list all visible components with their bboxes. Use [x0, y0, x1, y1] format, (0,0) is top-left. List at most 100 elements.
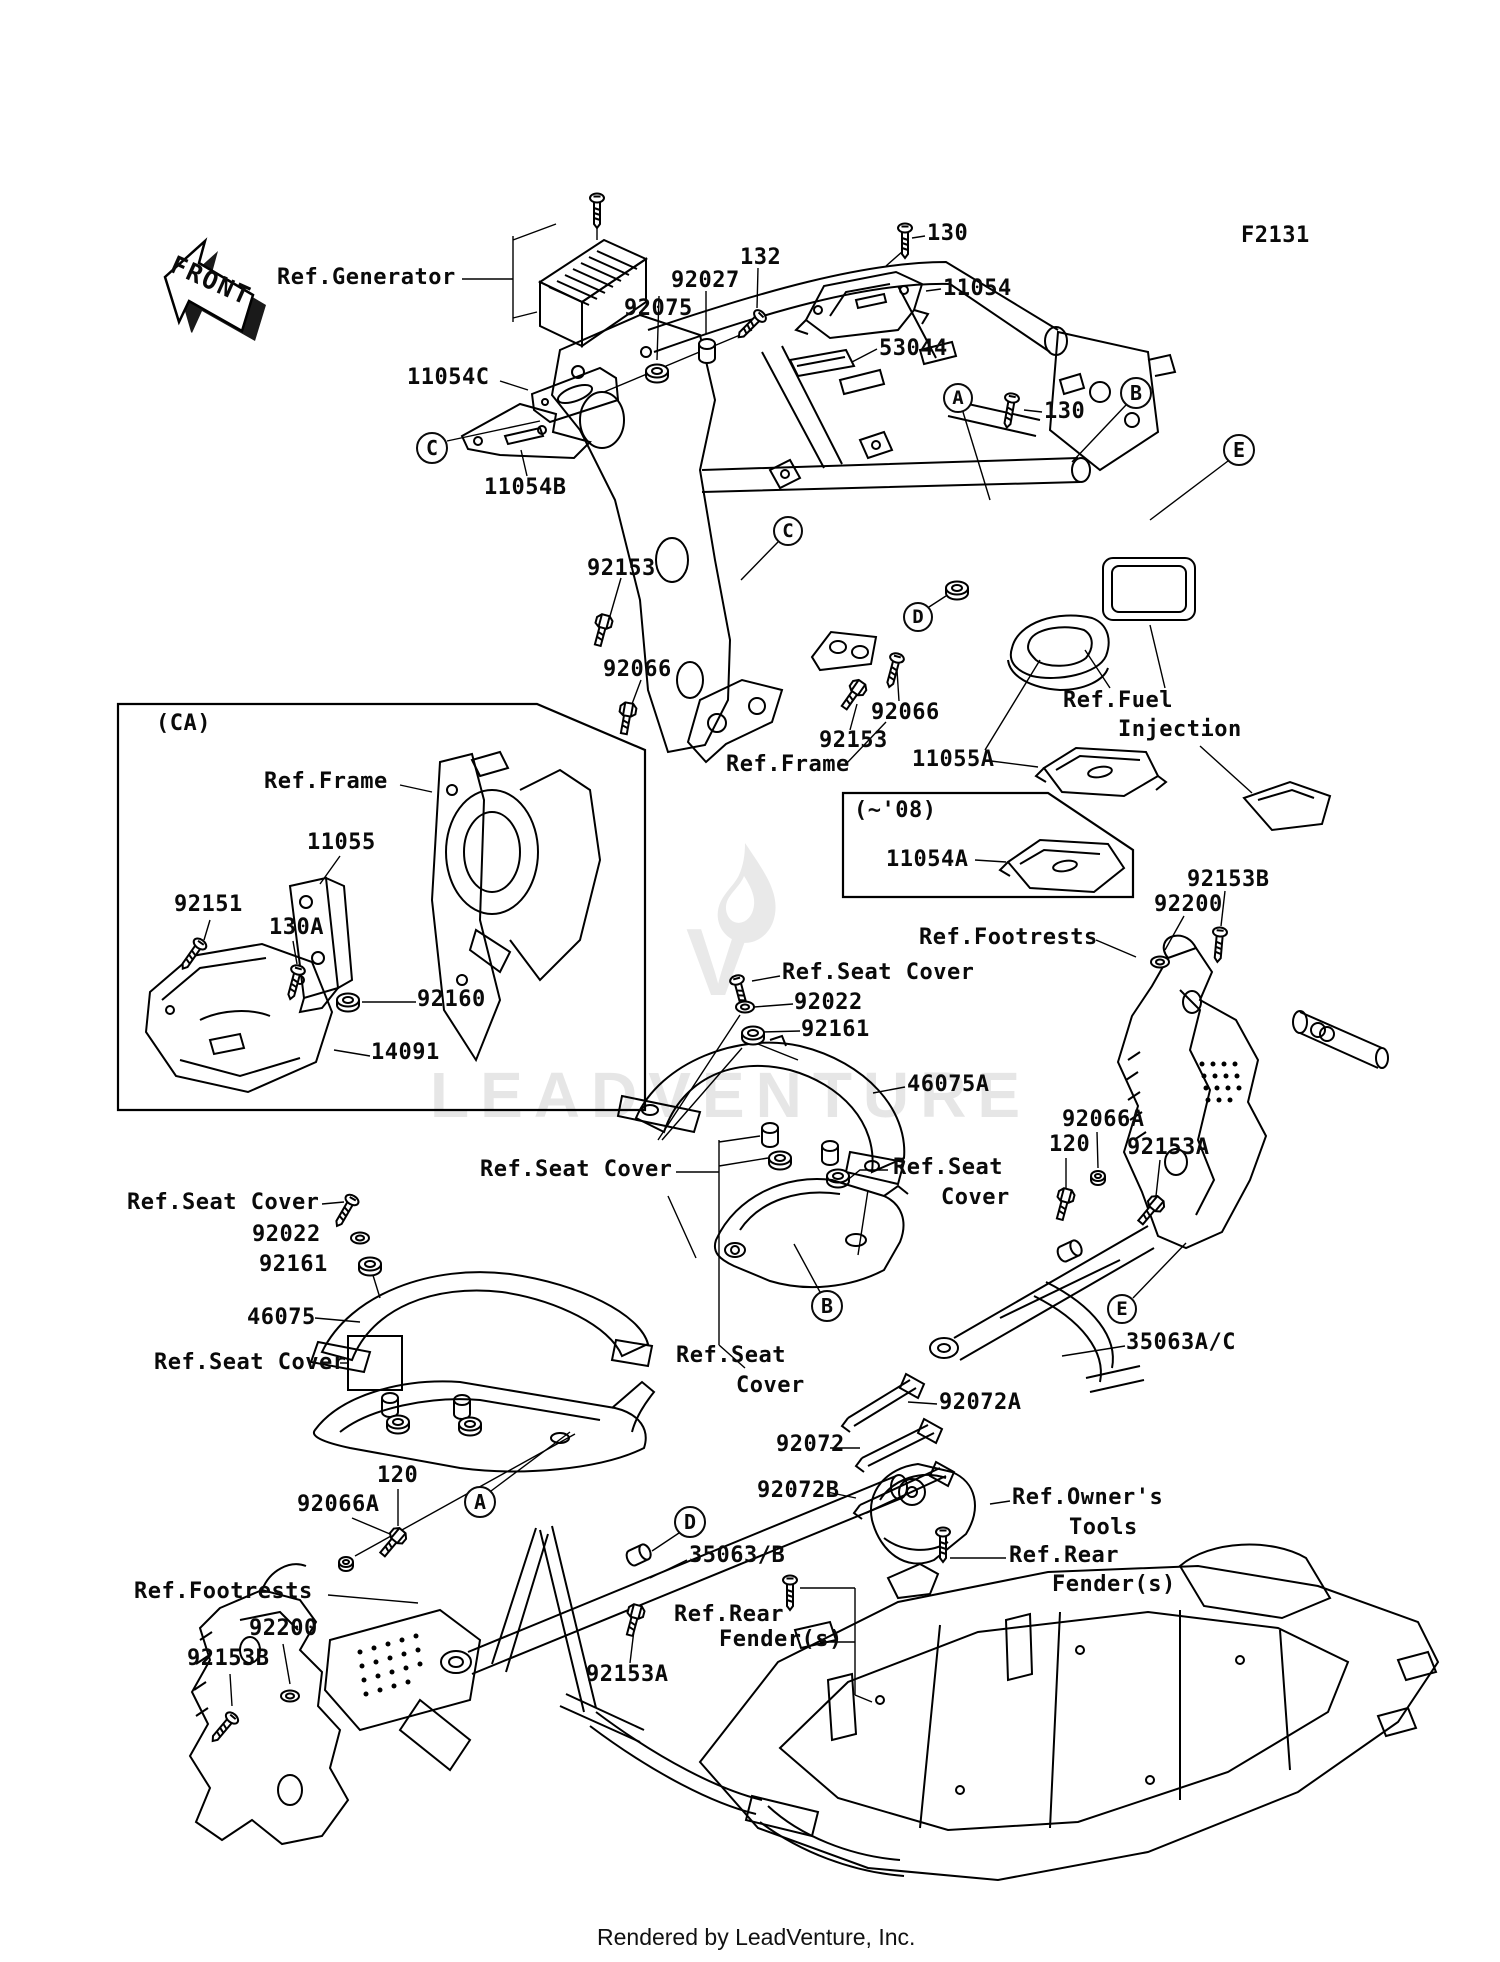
part-label-92072B: 92072B: [757, 1478, 840, 1503]
ref-footrests-label-2: Ref.Footrests: [134, 1579, 313, 1604]
ref-owners-tools-label-line1: Ref.Owner's: [1012, 1485, 1164, 1510]
marker-c-1: C: [416, 432, 448, 464]
part-label-120-left: 120: [377, 1463, 419, 1488]
part-46075-group: [309, 1271, 654, 1391]
ref-seat-cover-label-5: Ref.Seat Cover: [154, 1350, 347, 1375]
part-label-132: 132: [740, 245, 782, 270]
part-label-92153B-1: 92153B: [1187, 867, 1270, 892]
part-label-92160: 92160: [417, 987, 486, 1012]
part-label-92066-2: 92066: [871, 700, 940, 725]
part-label-11054B: 11054B: [484, 475, 567, 500]
part-label-11054: 11054: [943, 276, 1012, 301]
part-label-46075A: 46075A: [907, 1072, 990, 1097]
part-label-46075: 46075: [247, 1305, 316, 1330]
part-label-130-top: 130: [927, 221, 969, 246]
marker-d-1: D: [903, 602, 933, 632]
part-label-92153B-2: 92153B: [187, 1646, 270, 1671]
part-46075A-group: [616, 1034, 906, 1186]
ref-owners-tools-label-line2: Tools: [1069, 1515, 1138, 1540]
part-label-92161-2: 92161: [259, 1252, 328, 1277]
generator-regulator-part: [537, 238, 649, 348]
part-label-11055A: 11055A: [912, 747, 995, 772]
ca-section-box: [116, 702, 647, 1112]
part-label-92153A-left: 92153A: [586, 1662, 669, 1687]
part-label-11054C: 11054C: [407, 365, 490, 390]
fuel-injection-parts: [1007, 557, 1332, 832]
ref-rear-fender-right-line2: Fender(s): [1052, 1572, 1176, 1597]
part-14091: [144, 942, 334, 1094]
pre08-section-box: [841, 791, 1135, 899]
ref-seat-cover-label-4: Ref.Seat Cover: [127, 1190, 320, 1215]
ref-frame-label-2: Ref.Frame: [264, 769, 388, 794]
ref-rear-fender-left-line2: Fender(s): [719, 1627, 843, 1652]
lower-seat-cover-part: [312, 1380, 656, 1473]
right-footrest-bracket: [1116, 934, 1389, 1250]
part-label-35063B: 35063/B: [689, 1543, 786, 1568]
part-label-92153-2: 92153: [819, 728, 888, 753]
part-label-35063AC: 35063A/C: [1126, 1330, 1236, 1355]
part-label-130-right: 130: [1044, 399, 1086, 424]
part-11054: [794, 270, 930, 340]
left-footrest-bracket: [188, 1563, 482, 1846]
strap-92072: [854, 1417, 944, 1473]
part-11054B: [460, 402, 592, 460]
part-label-92075: 92075: [624, 296, 693, 321]
part-35063AC: [929, 1225, 1155, 1393]
part-label-92161-1: 92161: [801, 1017, 870, 1042]
strap-92072A: [840, 1372, 926, 1433]
ref-frame-label-1: Ref.Frame: [726, 752, 850, 777]
ref-rear-fender-left-line1: Ref.Rear: [674, 1602, 784, 1627]
section-boxes: [116, 702, 1135, 1112]
strap-92072B: [852, 1460, 956, 1520]
marker-b-2: B: [811, 1290, 843, 1322]
part-label-92027: 92027: [671, 268, 740, 293]
cover-label-3: Cover: [941, 1185, 1010, 1210]
leader-lines: [203, 212, 1253, 1707]
part-label-92072: 92072: [776, 1432, 845, 1457]
pre08-box-label: (~'08): [854, 798, 937, 823]
part-label-11054A: 11054A: [886, 847, 969, 872]
marker-e-1: E: [1223, 434, 1255, 466]
part-35063B: [440, 1474, 908, 1838]
part-label-92022-2: 92022: [252, 1222, 321, 1247]
front-arrow-icon: [163, 237, 266, 341]
figure-code: F2131: [1241, 223, 1310, 248]
ca-frame-part: [430, 750, 602, 1063]
ref-seat-cover-label-2: Ref.Seat Cover: [480, 1157, 673, 1182]
part-label-120-right: 120: [1049, 1132, 1091, 1157]
part-11055A: [1034, 746, 1168, 798]
part-label-14091: 14091: [371, 1040, 440, 1065]
ref-seat-label-6: Ref.Seat: [676, 1343, 786, 1368]
ref-seat-cover-label-1: Ref.Seat Cover: [782, 960, 975, 985]
part-label-92151: 92151: [174, 892, 243, 917]
rear-fender-part: [698, 1543, 1440, 1882]
part-label-92066-1: 92066: [603, 657, 672, 682]
main-frame-part: [550, 260, 1177, 764]
part-label-92072A: 92072A: [939, 1390, 1022, 1415]
part-11054A: [998, 838, 1126, 894]
marker-b-1: B: [1120, 377, 1152, 409]
watermark-flame-icon: [717, 843, 776, 943]
ca-box-label: (CA): [156, 711, 211, 736]
part-label-92153A-right: 92153A: [1127, 1135, 1210, 1160]
ref-fuel-label-line1: Ref.Fuel: [1063, 688, 1173, 713]
footer-credit: Rendered by LeadVenture, Inc.: [597, 1924, 916, 1950]
part-label-92066A-left: 92066A: [297, 1492, 380, 1517]
cover-label-6: Cover: [736, 1373, 805, 1398]
part-label-92022-1: 92022: [794, 990, 863, 1015]
ref-generator-label: Ref.Generator: [277, 265, 456, 290]
part-label-92153-1: 92153: [587, 556, 656, 581]
marker-c-2: C: [773, 516, 803, 546]
part-label-92200-1: 92200: [1154, 892, 1223, 917]
marker-d-2: D: [674, 1506, 706, 1538]
ref-fuel-label-line2: Injection: [1118, 717, 1242, 742]
part-label-11055: 11055: [307, 830, 376, 855]
upper-seat-cover-part: [714, 1178, 909, 1289]
part-label-53044: 53044: [879, 336, 948, 361]
part-53044: [788, 348, 856, 378]
part-label-130A: 130A: [269, 915, 324, 940]
ref-rear-fender-right-line1: Ref.Rear: [1009, 1543, 1119, 1568]
part-11055: [288, 876, 354, 1014]
